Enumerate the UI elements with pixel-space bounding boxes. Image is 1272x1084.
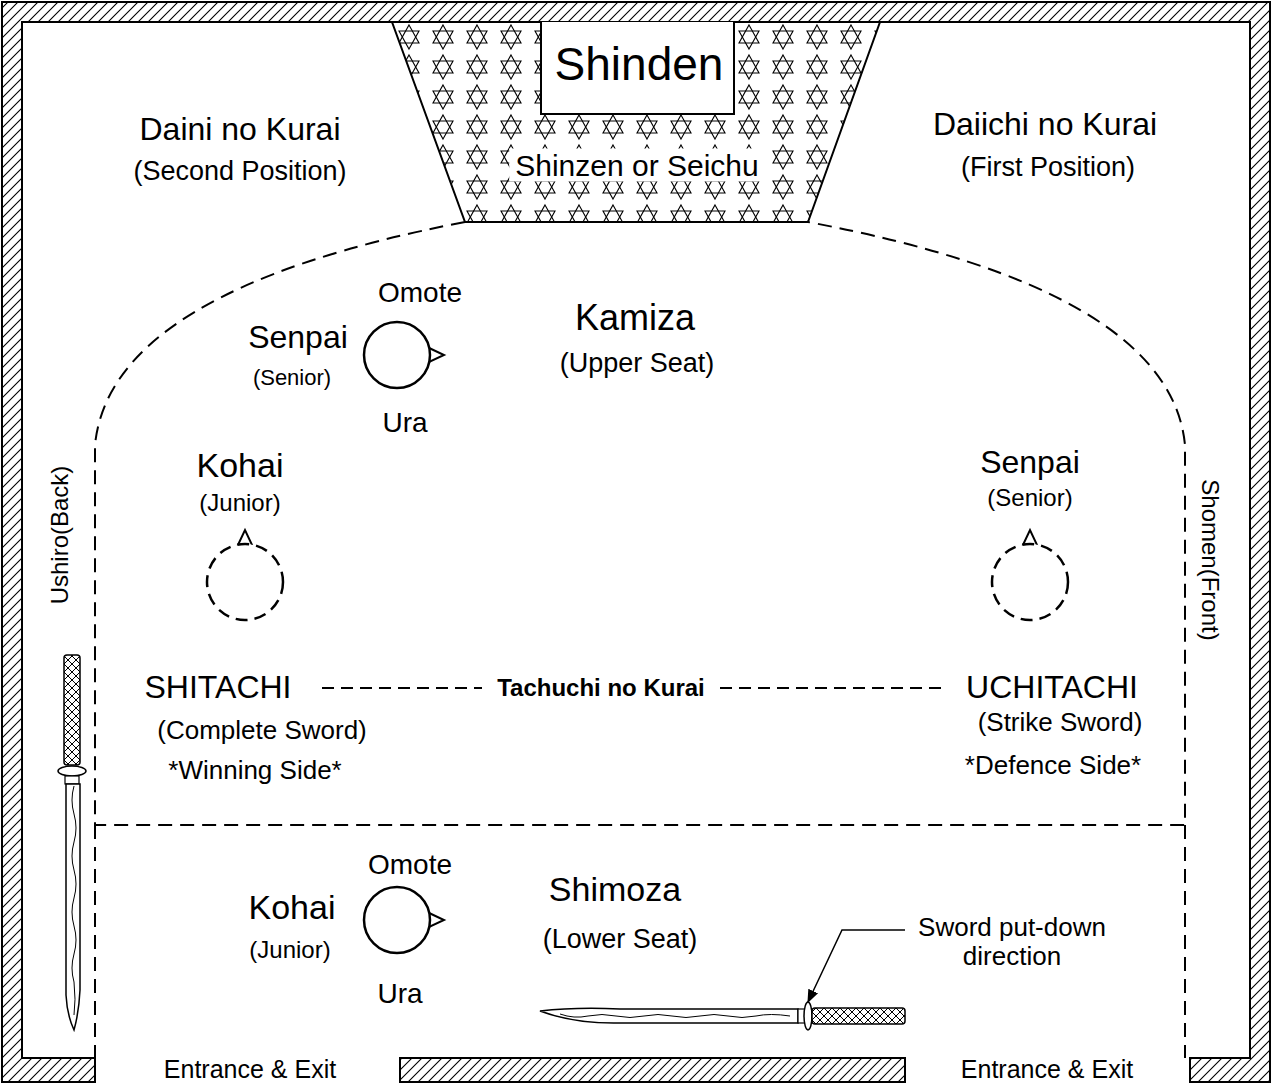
node-label: Shinzen or Seichu — [509, 149, 765, 182]
put-down-sword — [540, 1002, 905, 1030]
node-label: Kohai — [197, 447, 284, 484]
plan-label: *Defence Side* — [965, 751, 1141, 780]
plan-label: Daini no Kurai — [140, 112, 341, 147]
node-sublabel: Senpai — [248, 320, 348, 355]
plan-label: (Complete Sword) — [157, 716, 367, 745]
person-circle: Senpai(Senior) — [992, 544, 1068, 620]
node-label: Omote — [368, 850, 452, 881]
node-outline — [207, 544, 283, 620]
node-label: Shimoza — [549, 871, 681, 908]
person-circle: Kohai(Junior) — [207, 544, 283, 620]
node-outline — [992, 544, 1068, 620]
vertical-sword — [58, 655, 86, 1030]
plan-label: (First Position) — [961, 153, 1135, 183]
node-sublabel: Ura — [377, 979, 422, 1010]
shinden-area: Shinzen or Seichu Shinden — [392, 22, 880, 222]
node-sublabel: Kohai — [249, 889, 336, 926]
node-sublabel: (Senior) — [987, 485, 1072, 511]
node-label: Shinden — [555, 39, 724, 90]
node-sublabel: (Junior) — [249, 937, 330, 963]
node-sublabel: (Upper Seat) — [560, 349, 715, 379]
node-outline — [364, 887, 430, 953]
plan-label: SHITACHI — [145, 670, 292, 705]
node-sublabel: (Junior) — [199, 490, 280, 516]
leader-line — [808, 930, 905, 1002]
person-circle: OmoteSenpai(Senior)Ura — [364, 322, 430, 388]
plan-label: Shomen(Front) — [1197, 479, 1223, 640]
plan-label: Tachuchi no Kurai — [491, 675, 711, 701]
shinden-box: Shinden — [540, 22, 735, 115]
plan-label: UCHITACHI — [966, 670, 1138, 705]
person-circle: OmoteKohai(Junior)Ura — [364, 887, 430, 953]
plan-label: Daiichi no Kurai — [933, 107, 1157, 142]
node-label: Omote — [378, 278, 462, 309]
node-sublabel: (Lower Seat) — [543, 925, 698, 955]
node-label: Senpai — [980, 445, 1080, 480]
plan-label: Entrance & Exit — [961, 1056, 1133, 1084]
node-outline — [364, 322, 430, 388]
plan-label: *Winning Side* — [168, 756, 341, 785]
plan-label: (Second Position) — [133, 157, 346, 187]
plan-label: (Strike Sword) — [978, 708, 1143, 737]
plan-label: Entrance & Exit — [164, 1056, 336, 1084]
plan-label: Sword put-down direction — [897, 913, 1127, 970]
plan-label: Ushiro(Back) — [47, 466, 73, 605]
node-sublabel: (Senior) — [253, 366, 331, 390]
node-sublabel: Ura — [382, 408, 427, 439]
node-label: Kamiza — [575, 298, 695, 338]
